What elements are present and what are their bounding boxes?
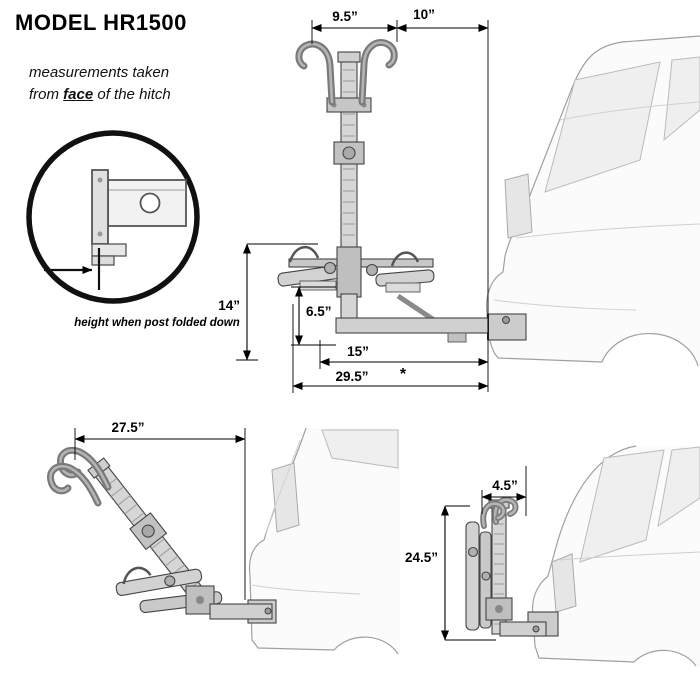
main-rack (277, 39, 510, 343)
hitch-pin (502, 316, 510, 324)
pivot-bolt (196, 596, 204, 604)
inset-caption: height when post folded down (74, 317, 239, 329)
dim-label-folded-height: 14” (218, 298, 240, 313)
inset-bracket-upper (91, 243, 127, 257)
side-window (657, 446, 700, 528)
left-hook-highlight (297, 42, 334, 104)
pivot-bolt (495, 605, 503, 613)
inset-bracket-lower (91, 255, 115, 266)
rear-window (321, 429, 399, 469)
hitch-pin (264, 607, 272, 615)
inset-bolt-top (97, 177, 103, 183)
dim-label-hook-to-face: 10” (413, 7, 435, 22)
hitch-arm (499, 621, 547, 637)
dim-label-platform-height: 6.5” (306, 304, 332, 319)
taillight (504, 173, 533, 239)
right-wheel-hoop (390, 251, 420, 267)
main-dimensions: 9.5” 10” 14” 6.5” 15” 29.5” * (218, 7, 489, 393)
inset-pin-hole (139, 192, 161, 214)
note-line1: measurements taken (29, 64, 170, 81)
side-window (663, 56, 700, 142)
dim-label-face-to-post: 15” (347, 344, 369, 359)
clamp-knob (342, 146, 356, 160)
dim-label-overall-length: 27.5” (111, 420, 144, 435)
right-hook-highlight (360, 41, 396, 104)
folded-up-car (527, 445, 700, 667)
folded-down-view: 27.5” (46, 420, 400, 655)
folded-up-rack (465, 496, 547, 637)
note-line2-suffix: of the hitch (93, 85, 171, 103)
note-line2-prefix: from (29, 85, 64, 103)
hitch-face-inset: height when post folded down (26, 130, 240, 329)
tray-knob-left (323, 261, 337, 275)
taillight (271, 462, 300, 533)
car-outline (531, 445, 697, 667)
center-block (336, 246, 362, 298)
folded-down-car (247, 427, 400, 655)
hitch-arm (209, 603, 273, 620)
mast-cap (337, 51, 361, 63)
left-hook-highlight (481, 502, 505, 528)
folded-up-dimensions: 4.5” 24.5” (405, 466, 527, 641)
dim-footnote-asterisk: * (400, 366, 407, 383)
car-wireframe-lines (251, 439, 361, 595)
dim-label-hook-span: 9.5” (332, 9, 358, 24)
folded-down-dimensions: 27.5” (74, 420, 246, 600)
car-wireframe-lines (493, 101, 700, 311)
main-car (485, 35, 700, 367)
folded-tray-outer (465, 521, 480, 631)
measurement-note: measurements taken from face of the hitc… (29, 62, 239, 106)
anti-rattle-bracket (447, 332, 467, 343)
main-view: 9.5” 10” 14” 6.5” 15” 29.5” * (218, 7, 700, 393)
dim-label-height: 24.5” (405, 550, 438, 565)
inset-bolt-bottom (97, 231, 103, 237)
model-title: MODEL HR1500 (15, 10, 187, 35)
left-wheel-hoop (288, 246, 320, 263)
folded-down-rack (46, 446, 273, 620)
note-face-emphasis: face (63, 85, 94, 103)
rear-window (579, 449, 665, 563)
taillight (551, 553, 577, 613)
dim-label-overall-depth: 29.5” (335, 369, 368, 384)
hitch-pin (532, 625, 540, 633)
diagonal-strut (396, 293, 436, 323)
tray-knob-upper (467, 546, 479, 558)
left-tray-plate (299, 280, 337, 291)
hitch-arm (335, 317, 489, 334)
rear-window (544, 61, 661, 193)
folded-mast (87, 457, 207, 603)
folded-left-tray (115, 566, 203, 596)
tray-knob-right (365, 263, 379, 277)
folded-up-view: 4.5” 24.5” (405, 445, 700, 667)
right-hook-highlight (49, 465, 100, 505)
dim-label-depth: 4.5” (492, 478, 518, 493)
tray-knob-lower (481, 571, 491, 581)
right-tray-plate (385, 282, 421, 293)
left-hook-highlight (59, 449, 110, 489)
car-wireframe-lines (559, 551, 700, 561)
